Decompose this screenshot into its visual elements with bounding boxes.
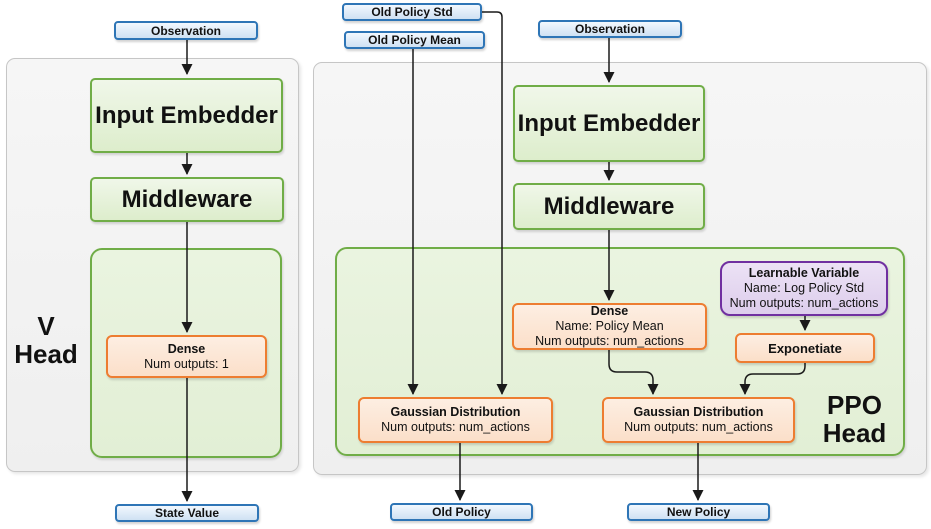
input-embedder-label: Input Embedder xyxy=(517,109,701,137)
old-policy-std-label: Old Policy Std xyxy=(371,5,453,19)
observation-label: Observation xyxy=(150,23,222,38)
state-value-label: State Value xyxy=(154,506,220,520)
new-policy-label: New Policy xyxy=(666,505,731,519)
middleware-label: Middleware xyxy=(543,192,675,220)
old-policy-mean-node: Old Policy Mean xyxy=(344,31,485,49)
old-policy-label: Old Policy xyxy=(432,505,491,519)
learnable-variable-node: Learnable Variable Name: Log Policy Std … xyxy=(720,261,888,316)
middleware-node-right: Middleware xyxy=(513,183,705,230)
learnable-variable-title: Learnable Variable xyxy=(748,266,860,280)
old-policy-mean-label: Old Policy Mean xyxy=(368,33,461,47)
exponetiate-label: Exponetiate xyxy=(768,340,842,356)
dense-num-outputs: Num outputs: 1 xyxy=(144,356,229,371)
dense-title: Dense xyxy=(590,304,629,318)
exponetiate-node: Exponetiate xyxy=(735,333,875,363)
dense-num-outputs: Num outputs: num_actions xyxy=(535,334,684,348)
input-embedder-node-right: Input Embedder xyxy=(513,85,705,162)
observation-node-left: Observation xyxy=(114,21,258,40)
gaussian-num-outputs: Num outputs: num_actions xyxy=(381,420,530,434)
dense-title: Dense xyxy=(167,341,206,356)
gaussian-num-outputs: Num outputs: num_actions xyxy=(624,420,773,434)
gaussian-distribution-node-old: Gaussian Distribution Num outputs: num_a… xyxy=(358,397,553,443)
learnable-variable-name: Name: Log Policy Std xyxy=(743,281,865,295)
gaussian-title: Gaussian Distribution xyxy=(633,405,764,419)
state-value-node: State Value xyxy=(115,504,259,522)
dense-node-right: Dense Name: Policy Mean Num outputs: num… xyxy=(512,303,707,350)
observation-label: Observation xyxy=(574,22,646,36)
old-policy-node: Old Policy xyxy=(390,503,533,521)
ppo-head-label: PPO Head xyxy=(822,390,887,448)
middleware-label: Middleware xyxy=(121,185,253,213)
old-policy-std-node: Old Policy Std xyxy=(342,3,482,21)
input-embedder-node-left: Input Embedder xyxy=(90,78,283,153)
observation-node-right: Observation xyxy=(538,20,682,38)
dense-node-left: Dense Num outputs: 1 xyxy=(106,335,267,378)
v-head-label: V Head xyxy=(14,311,78,369)
middleware-node-left: Middleware xyxy=(90,177,284,222)
gaussian-distribution-node-new: Gaussian Distribution Num outputs: num_a… xyxy=(602,397,795,443)
new-policy-node: New Policy xyxy=(627,503,770,521)
dense-name: Name: Policy Mean xyxy=(555,319,664,333)
gaussian-title: Gaussian Distribution xyxy=(390,405,521,419)
learnable-variable-num-outputs: Num outputs: num_actions xyxy=(729,296,879,310)
input-embedder-label: Input Embedder xyxy=(95,101,278,129)
